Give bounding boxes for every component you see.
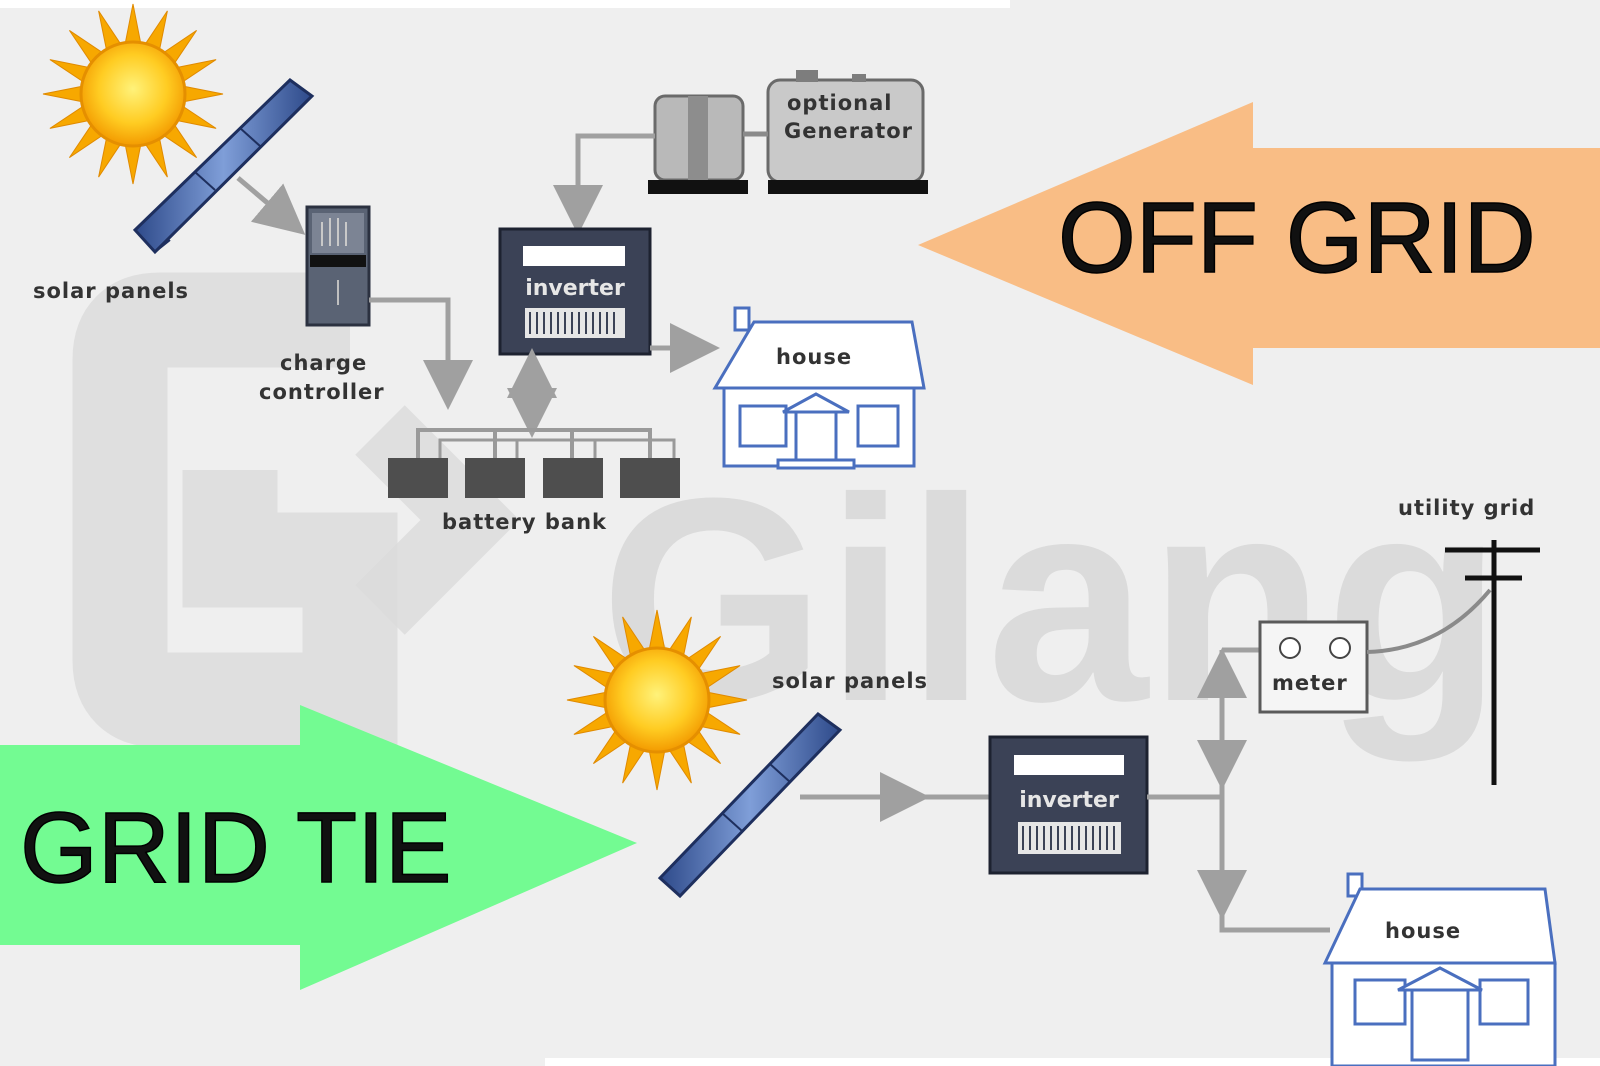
- sun-icon: [566, 609, 748, 791]
- inverter-icon-2: [988, 735, 1149, 875]
- generator-label-line2: Generator: [784, 119, 913, 143]
- meter-label: meter: [1272, 671, 1348, 695]
- solar-panels-label-2: solar panels: [772, 669, 928, 693]
- sun-ray: [181, 85, 224, 103]
- sun-ray: [648, 748, 666, 791]
- utility-grid-label: utility grid: [1398, 496, 1535, 520]
- meter-icon: [1258, 620, 1369, 714]
- inverter-icon: [498, 227, 652, 356]
- battery-bank-label: battery bank: [442, 510, 607, 534]
- grid-tie-title: GRID TIE: [20, 792, 452, 904]
- top-strip: [0, 0, 1010, 8]
- sun-ray: [124, 142, 142, 185]
- house-label: house: [776, 345, 852, 369]
- off-grid-title: OFF GRID: [1058, 182, 1536, 294]
- sun-ray: [566, 691, 609, 709]
- house-label-2: house: [1385, 919, 1461, 943]
- inverter-label-2: inverter: [1019, 788, 1119, 813]
- utility-pole-icon: [1366, 540, 1540, 785]
- battery-bank-icon: [388, 428, 680, 498]
- house-icon-2: [1322, 872, 1557, 1066]
- off-grid-banner: OFF GRID: [918, 102, 1600, 385]
- arrow-generator-to-inverter: [553, 133, 655, 235]
- arrow-panel-to-controller: [236, 176, 306, 235]
- generator-label-line1: optional: [787, 91, 892, 115]
- grid-tie-banner: GRID TIE: [0, 705, 637, 990]
- charge-controller-label-line1: charge: [280, 351, 367, 375]
- arrow-controller-to-battery: [369, 297, 473, 410]
- house-icon: [712, 306, 926, 470]
- solar-panels-label: solar panels: [33, 279, 189, 303]
- solar-panel-icon: [132, 78, 315, 255]
- sun-icon: [42, 3, 224, 185]
- charge-controller-label-line2: controller: [259, 380, 385, 404]
- charge-controller-icon: [305, 205, 371, 327]
- watermark-text: Gilang: [600, 438, 1502, 763]
- bottom-strip: [545, 1058, 1600, 1066]
- inverter-label: inverter: [525, 276, 625, 301]
- sun-ray: [124, 3, 142, 46]
- solar-panel-icon: [657, 712, 843, 899]
- sun-ray: [42, 85, 85, 103]
- generator-icon: [648, 70, 928, 194]
